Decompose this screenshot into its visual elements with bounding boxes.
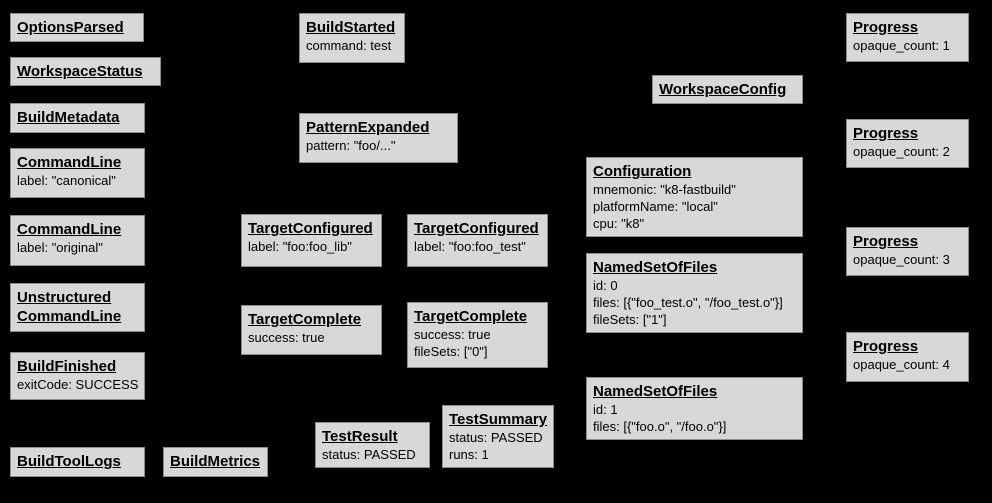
node-test-result: TestResult status: PASSED — [315, 422, 430, 468]
node-title: TargetComplete — [248, 311, 362, 328]
node-title: Progress — [853, 338, 919, 355]
node-attr: platformName: "local" — [593, 199, 718, 214]
node-command-line-original: CommandLine label: "original" — [10, 215, 145, 266]
node-attr: fileSets: ["0"] — [414, 344, 488, 359]
node-attr: exitCode: SUCCESS — [17, 377, 139, 392]
node-title: BuildToolLogs — [17, 453, 121, 470]
node-build-metadata: BuildMetadata — [10, 103, 145, 133]
node-target-configured-foo-test: TargetConfigured label: "foo:foo_test" — [407, 214, 548, 267]
node-attr: status: PASSED — [449, 430, 543, 445]
node-attr: pattern: "foo/..." — [306, 138, 396, 153]
node-named-set-of-files-0: NamedSetOfFiles id: 0 files: [{"foo_test… — [586, 253, 803, 333]
node-attr: label: "foo:foo_lib" — [248, 239, 352, 254]
node-build-metrics: BuildMetrics — [163, 447, 268, 477]
node-title: Configuration — [593, 163, 692, 180]
node-target-complete-foo-lib: TargetComplete success: true — [241, 305, 382, 355]
node-pattern-expanded: PatternExpanded pattern: "foo/..." — [299, 113, 458, 163]
node-attr: opaque_count: 1 — [853, 38, 950, 53]
node-title: WorkspaceConfig — [659, 81, 787, 98]
node-attr: status: PASSED — [322, 447, 416, 462]
node-progress-2: Progress opaque_count: 2 — [846, 119, 969, 168]
node-build-finished: BuildFinished exitCode: SUCCESS — [10, 352, 146, 400]
node-title: NamedSetOfFiles — [593, 259, 718, 276]
node-workspace-status: WorkspaceStatus — [10, 57, 161, 86]
node-title: CommandLine — [17, 221, 122, 238]
node-attr: cpu: "k8" — [593, 216, 645, 231]
node-attr: opaque_count: 3 — [853, 252, 950, 267]
node-progress-1: Progress opaque_count: 1 — [846, 13, 969, 62]
node-named-set-of-files-1: NamedSetOfFiles id: 1 files: [{"foo.o", … — [586, 377, 803, 440]
node-attr: label: "canonical" — [17, 173, 116, 188]
node-attr: command: test — [306, 38, 392, 53]
node-attr: mnemonic: "k8-fastbuild" — [593, 182, 736, 197]
node-unstructured-command-line: Unstructured CommandLine — [10, 283, 145, 332]
node-title: BuildMetadata — [17, 109, 120, 126]
node-build-started: BuildStarted command: test — [299, 13, 405, 63]
node-title: TestSummary — [449, 411, 548, 428]
node-title: NamedSetOfFiles — [593, 383, 718, 400]
node-workspace-config: WorkspaceConfig — [652, 75, 803, 104]
node-target-complete-foo-test: TargetComplete success: true fileSets: [… — [407, 302, 548, 368]
node-attr: id: 1 — [593, 402, 618, 417]
node-attr: files: [{"foo.o", "/foo.o"}] — [593, 419, 727, 434]
node-progress-3: Progress opaque_count: 3 — [846, 227, 969, 276]
node-title: TargetComplete — [414, 308, 528, 325]
node-title: Unstructured CommandLine — [17, 289, 122, 325]
node-title: Progress — [853, 19, 919, 36]
node-options-parsed: OptionsParsed — [10, 13, 144, 42]
node-attr: success: true — [414, 327, 491, 342]
node-title: TestResult — [322, 428, 398, 445]
node-title: Progress — [853, 233, 919, 250]
node-attr: runs: 1 — [449, 447, 489, 462]
node-title: OptionsParsed — [17, 19, 124, 36]
node-title: Progress — [853, 125, 919, 142]
node-attr: fileSets: ["1"] — [593, 312, 667, 327]
node-target-configured-foo-lib: TargetConfigured label: "foo:foo_lib" — [241, 214, 382, 267]
node-attr: label: "foo:foo_test" — [414, 239, 526, 254]
node-title: PatternExpanded — [306, 119, 430, 136]
node-attr: opaque_count: 4 — [853, 357, 950, 372]
node-title: BuildStarted — [306, 19, 396, 36]
node-attr: opaque_count: 2 — [853, 144, 950, 159]
node-progress-4: Progress opaque_count: 4 — [846, 332, 969, 382]
node-test-summary: TestSummary status: PASSED runs: 1 — [442, 405, 555, 468]
node-title: TargetConfigured — [414, 220, 539, 237]
node-attr: id: 0 — [593, 278, 618, 293]
node-attr: files: [{"foo_test.o", "/foo_test.o"}] — [593, 295, 783, 310]
node-title: WorkspaceStatus — [17, 63, 143, 80]
node-command-line-canonical: CommandLine label: "canonical" — [10, 148, 145, 198]
node-title: BuildFinished — [17, 358, 117, 375]
node-build-tool-logs: BuildToolLogs — [10, 447, 145, 477]
node-attr: label: "original" — [17, 240, 103, 255]
node-title: TargetConfigured — [248, 220, 373, 237]
node-attr: success: true — [248, 330, 325, 345]
node-configuration: Configuration mnemonic: "k8-fastbuild" p… — [586, 157, 803, 237]
node-title: BuildMetrics — [170, 453, 261, 470]
node-title: CommandLine — [17, 154, 122, 171]
